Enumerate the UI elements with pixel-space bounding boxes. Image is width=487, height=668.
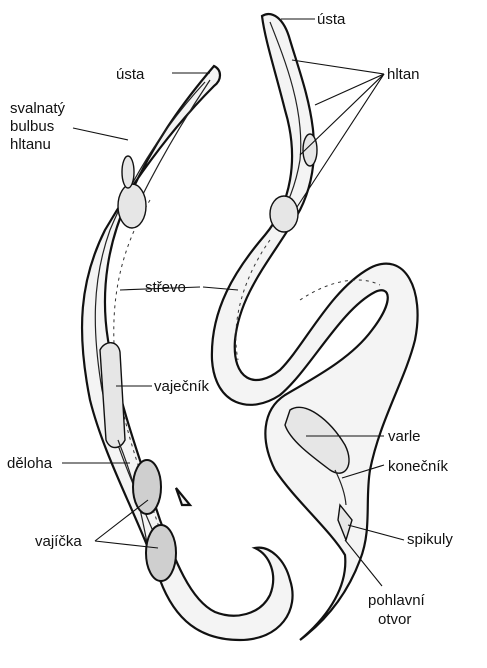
label-usta-female: ústa xyxy=(116,66,144,83)
label-vajecnik: vaječník xyxy=(154,378,209,395)
label-spikuly: spikuly xyxy=(407,531,453,548)
label-varle: varle xyxy=(388,428,421,445)
egg-upper xyxy=(133,460,161,514)
label-usta-male: ústa xyxy=(317,11,345,28)
label-pohlavni: pohlavní xyxy=(368,592,425,609)
pharyngeal-bulb xyxy=(118,184,146,228)
label-konecnik: konečník xyxy=(388,458,448,475)
label-hltanu: hltanu xyxy=(10,136,51,153)
label-svalnaty: svalnatý xyxy=(10,100,65,117)
pharynx-swelling xyxy=(122,156,134,188)
male-bulb xyxy=(270,196,298,232)
male-body xyxy=(212,14,418,640)
label-otvor: otvor xyxy=(378,611,411,628)
egg-lower xyxy=(146,525,176,581)
label-strevo: střevo xyxy=(145,279,186,296)
female-tail-spike xyxy=(176,488,190,505)
label-vajicka: vajíčka xyxy=(35,533,82,550)
label-bulbus: bulbus xyxy=(10,118,54,135)
label-deloha: děloha xyxy=(7,455,52,472)
label-hltan: hltan xyxy=(387,66,420,83)
